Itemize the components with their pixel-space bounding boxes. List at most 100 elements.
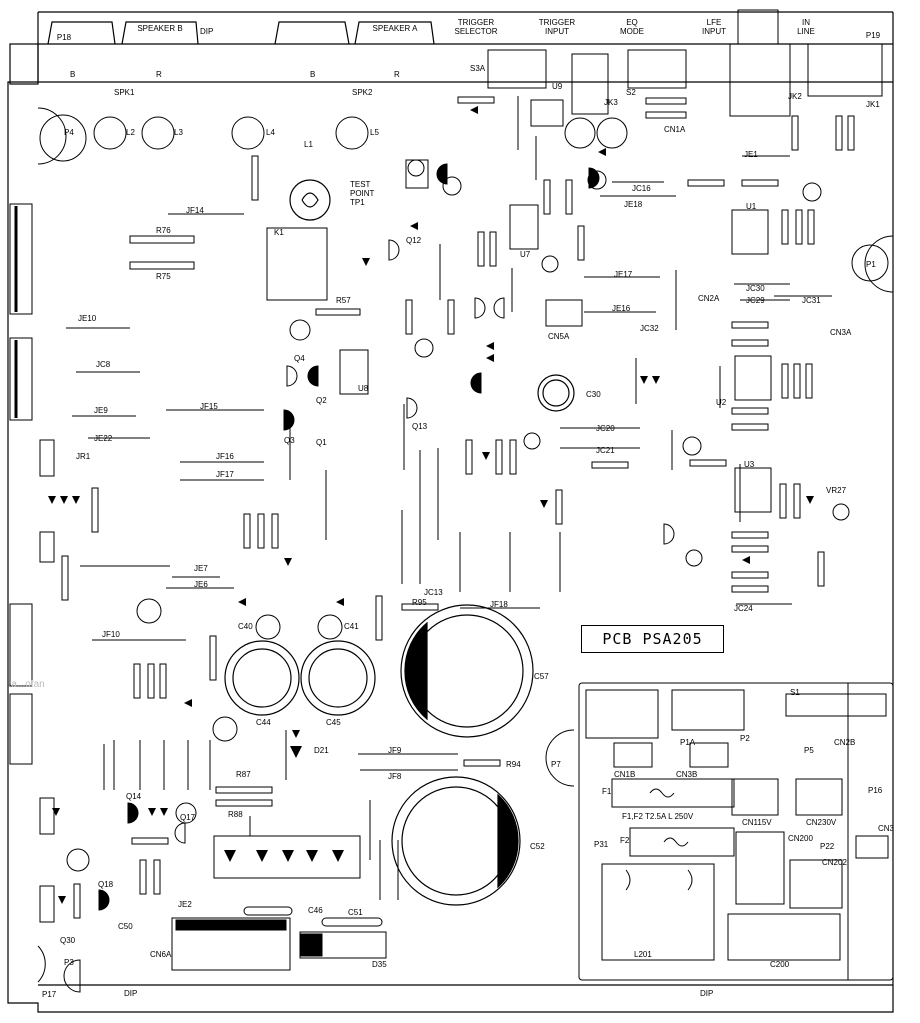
ref-jk2: JK2	[788, 92, 802, 101]
ref-r75: R75	[156, 272, 171, 281]
ref-cn115v: CN115V	[742, 818, 772, 827]
dip-label-bottom-right: DIP	[700, 989, 714, 998]
ref-jf10: JF10	[102, 630, 120, 639]
ref-je16: JE16	[612, 304, 631, 313]
ref-d35: D35	[372, 960, 387, 969]
ref-jc13: JC13	[424, 588, 443, 597]
ref-c48: C50	[118, 922, 133, 931]
ref-cn2b: CN2B	[834, 738, 856, 747]
ref-u2: U2	[716, 398, 727, 407]
ref-jk3: JK3	[604, 98, 618, 107]
jumper-wires	[66, 96, 832, 900]
label-spk1: SPK1	[114, 88, 135, 97]
ref-cn1a: CN1A	[664, 125, 686, 134]
ref-c52: C51	[348, 908, 363, 917]
ref-s3a: S3A	[470, 64, 486, 73]
ref-l4: L4	[266, 128, 275, 137]
pcb-model-label: PCB PSA205	[581, 625, 724, 653]
ref-jk1: JK1	[866, 100, 880, 109]
ref-c40: C40	[238, 622, 253, 631]
pin-b-1: B	[70, 70, 76, 79]
ref-q17: Q17	[180, 813, 196, 822]
ref-f1: F1	[602, 787, 612, 796]
ref-c42: C44	[256, 718, 271, 727]
dip-label-bottom-left: DIP	[124, 989, 138, 998]
power-transistors-left	[9, 203, 55, 923]
ref-q14: Q14	[126, 792, 142, 801]
ref-c200: C200	[770, 960, 790, 969]
pin-r-1: R	[156, 70, 162, 79]
label-p18: P18	[56, 33, 72, 42]
ref-p22: P22	[820, 842, 835, 851]
ref-c43: C45	[326, 718, 341, 727]
label-p19: P19	[865, 31, 881, 40]
ref-c49: C57	[534, 672, 549, 681]
ref-p3: P3	[64, 958, 74, 967]
ref-cn3: CN3	[878, 824, 895, 833]
ref-jf9: JF9	[388, 746, 402, 755]
ref-q4: Q4	[294, 354, 305, 363]
ref-l5: L5	[370, 128, 379, 137]
ref-q2: Q2	[316, 396, 327, 405]
ref-jc21: JC21	[596, 446, 615, 455]
ref-u8: U8	[358, 384, 369, 393]
label-speaker-a: SPEAKER A	[372, 24, 418, 33]
ref-p17: P17	[42, 990, 57, 999]
label-eq-mode: EQ MODE	[620, 18, 644, 36]
ref-q12: Q12	[406, 236, 422, 245]
ref-q13: Q13	[412, 422, 428, 431]
ref-d23: D21	[314, 746, 329, 755]
ref-p31: P31	[594, 840, 609, 849]
watermark: ra...ofan	[8, 679, 45, 690]
ref-c50: C52	[530, 842, 545, 851]
ref-cn6a: CN6A	[150, 950, 172, 959]
ref-p4: P4	[64, 128, 74, 137]
ref-cn3b: CN3B	[676, 770, 698, 779]
ref-r94: R94	[506, 760, 521, 769]
bulk-capacitors	[224, 179, 575, 906]
fuse-rating: F1,F2 T2.5A L 250V	[622, 812, 694, 821]
transistors	[98, 163, 675, 911]
ref-u9: U9	[552, 82, 563, 91]
bottom-connectors	[63, 835, 387, 993]
ref-p5: P5	[804, 746, 814, 755]
ref-u7: U7	[520, 250, 531, 259]
label-lfe-input: LFE INPUT	[702, 18, 726, 36]
ref-vr27: VR27	[826, 486, 847, 495]
ref-jf13: JF14	[186, 206, 204, 215]
label-speaker-b: SPEAKER B	[137, 24, 183, 33]
ref-cn202: CN202	[822, 858, 847, 867]
ref-q30: Q30	[60, 936, 76, 945]
ref-r76: R76	[156, 226, 171, 235]
ref-cn230v: CN230V	[806, 818, 837, 827]
ref-l201: L201	[634, 950, 652, 959]
ref-q3: Q3	[284, 436, 295, 445]
ref-s2: S2	[626, 88, 636, 97]
ref-q1: Q1	[316, 438, 327, 447]
label-in-line: IN LINE	[797, 18, 815, 36]
ref-jc20: JC20	[596, 424, 615, 433]
ref-je17: JE17	[614, 270, 633, 279]
ref-p1: P1	[866, 260, 876, 269]
ref-jc28: JC29	[746, 296, 765, 305]
dip-label-top: DIP	[200, 27, 214, 36]
ref-u1: U1	[746, 202, 757, 211]
ref-cn3a: CN3A	[830, 328, 852, 337]
ref-l1: L1	[304, 140, 313, 149]
ref-je7: JE7	[194, 564, 208, 573]
label-spk2: SPK2	[352, 88, 373, 97]
ref-je9: JE9	[94, 406, 108, 415]
ref-s1: S1	[790, 688, 800, 697]
ref-je10: JE10	[78, 314, 97, 323]
ref-p16: P16	[868, 786, 883, 795]
ref-je6: JE6	[194, 580, 208, 589]
ref-cn200: CN200	[788, 834, 813, 843]
ref-jc29: JC30	[746, 284, 765, 293]
ref-jc16: JC16	[632, 184, 651, 193]
mounting-holes	[37, 107, 894, 983]
ref-je1: JE2	[178, 900, 192, 909]
ref-cn1b: CN1B	[614, 770, 636, 779]
ref-cn2a: CN2A	[698, 294, 720, 303]
label-trigger-selector: TRIGGER SELECTOR	[454, 18, 498, 36]
small-capacitors	[39, 114, 889, 872]
